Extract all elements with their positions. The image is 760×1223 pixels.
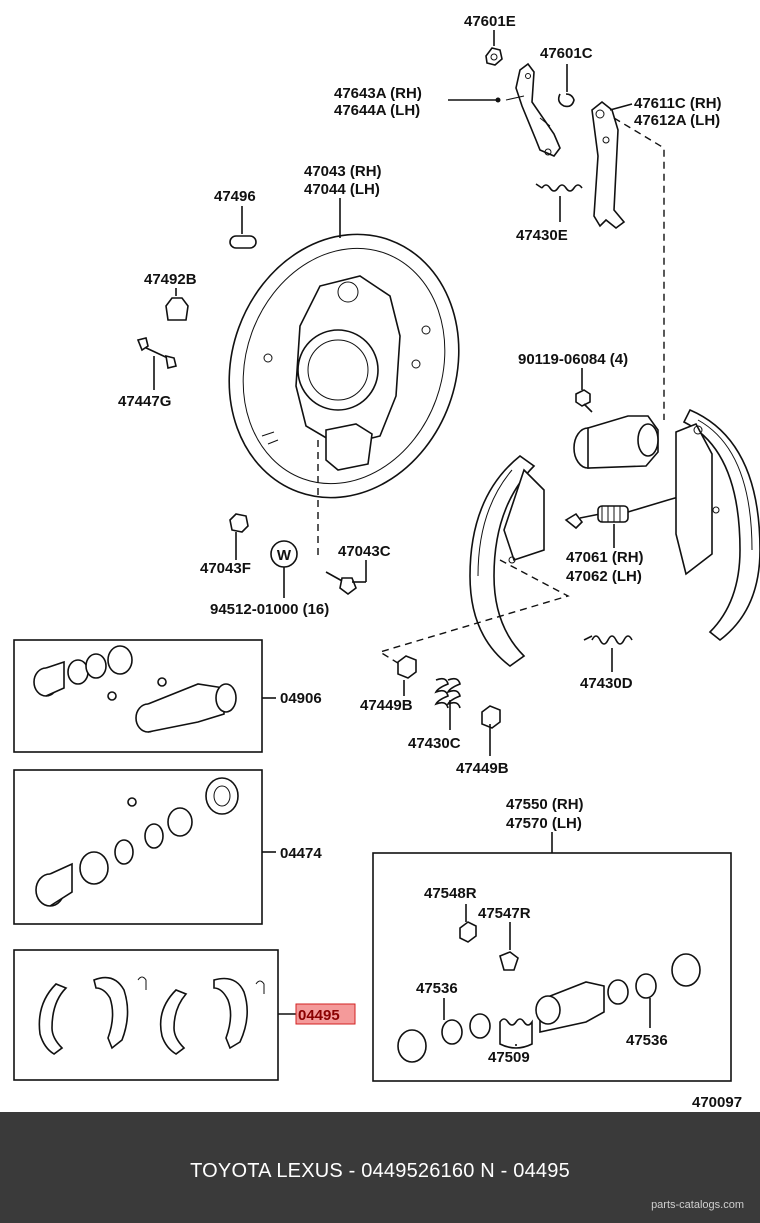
label-47430C: 47430C <box>408 735 461 752</box>
kit-box-04495 <box>13 949 279 1081</box>
label-47062: 47062 (LH) <box>566 568 642 585</box>
washer-w-94512: W <box>270 540 298 568</box>
bolt-90119 <box>575 389 593 413</box>
label-47043F: 47043F <box>200 560 251 577</box>
kit-box-04474 <box>13 769 263 925</box>
nut-47601E <box>485 47 503 66</box>
label-47611C: 47611C (RH) <box>634 95 722 112</box>
label-47547R: 47547R <box>478 905 531 922</box>
label-47492B: 47492B <box>144 271 197 288</box>
cup-47449B-a <box>397 655 417 679</box>
label-w: W <box>277 547 292 564</box>
label-47536-b: 47536 <box>626 1032 668 1049</box>
spring-47430E <box>535 183 583 192</box>
label-04474: 04474 <box>280 845 322 862</box>
lever-47611C <box>591 100 626 230</box>
label-470097: 470097 <box>692 1094 742 1111</box>
label-04495[interactable]: 04495 <box>298 1007 340 1024</box>
bleeder-47043C <box>325 571 357 595</box>
label-90119: 90119-06084 (4) <box>518 351 628 368</box>
adjuster-47061 <box>564 495 683 530</box>
label-47044: 47044 (LH) <box>304 181 380 198</box>
footer-bar: TOYOTA LEXUS - 0449526160 N - 04495 part… <box>0 1112 760 1223</box>
label-47430E: 47430E <box>516 227 568 244</box>
bolt-47447G <box>136 337 177 369</box>
label-47043: 47043 (RH) <box>304 163 382 180</box>
label-47570: 47570 (LH) <box>506 815 582 832</box>
label-47601E: 47601E <box>464 13 516 30</box>
label-47550: 47550 (RH) <box>506 796 584 813</box>
label-47612A: 47612A (LH) <box>634 112 720 129</box>
footer-title: TOYOTA LEXUS - 0449526160 N - 04495 <box>190 1160 570 1182</box>
spring-47430C <box>434 677 461 709</box>
label-04906: 04906 <box>280 690 322 707</box>
label-47548R: 47548R <box>424 885 477 902</box>
label-47536-a: 47536 <box>416 980 458 997</box>
label-47061: 47061 (RH) <box>566 549 644 566</box>
backing-plate-47043 <box>228 233 460 499</box>
cylinder-box-47550 <box>372 852 732 1082</box>
label-47449B-b: 47449B <box>456 760 509 777</box>
kit-box-04906 <box>13 639 263 753</box>
boot-47492B <box>165 297 189 321</box>
parts-diagram: W <box>13 13 760 1111</box>
brake-shoe-right <box>675 408 760 642</box>
footer-credit[interactable]: parts-catalogs.com <box>651 1199 744 1211</box>
cup-47449B-b <box>481 705 501 729</box>
bracket-47643A <box>505 62 561 157</box>
plug-47496 <box>229 235 257 249</box>
nut-47043F <box>229 513 249 533</box>
clip-47601C <box>557 93 575 108</box>
highlight-04495 <box>295 1003 356 1025</box>
brake-shoe-left <box>469 454 545 667</box>
spring-47430D <box>583 635 633 645</box>
label-94512: 94512-01000 (16) <box>210 601 329 618</box>
label-47043C: 47043C <box>338 543 391 560</box>
label-47447G: 47447G <box>118 393 171 410</box>
label-47449B-a: 47449B <box>360 697 413 714</box>
label-47643A: 47643A (RH) <box>334 85 422 102</box>
label-47430D: 47430D <box>580 675 633 692</box>
label-47644A: 47644A (LH) <box>334 102 420 119</box>
label-47496: 47496 <box>214 188 256 205</box>
label-47601C: 47601C <box>540 45 593 62</box>
wheel-cylinder <box>573 415 659 469</box>
label-47509: 47509 <box>488 1049 530 1066</box>
